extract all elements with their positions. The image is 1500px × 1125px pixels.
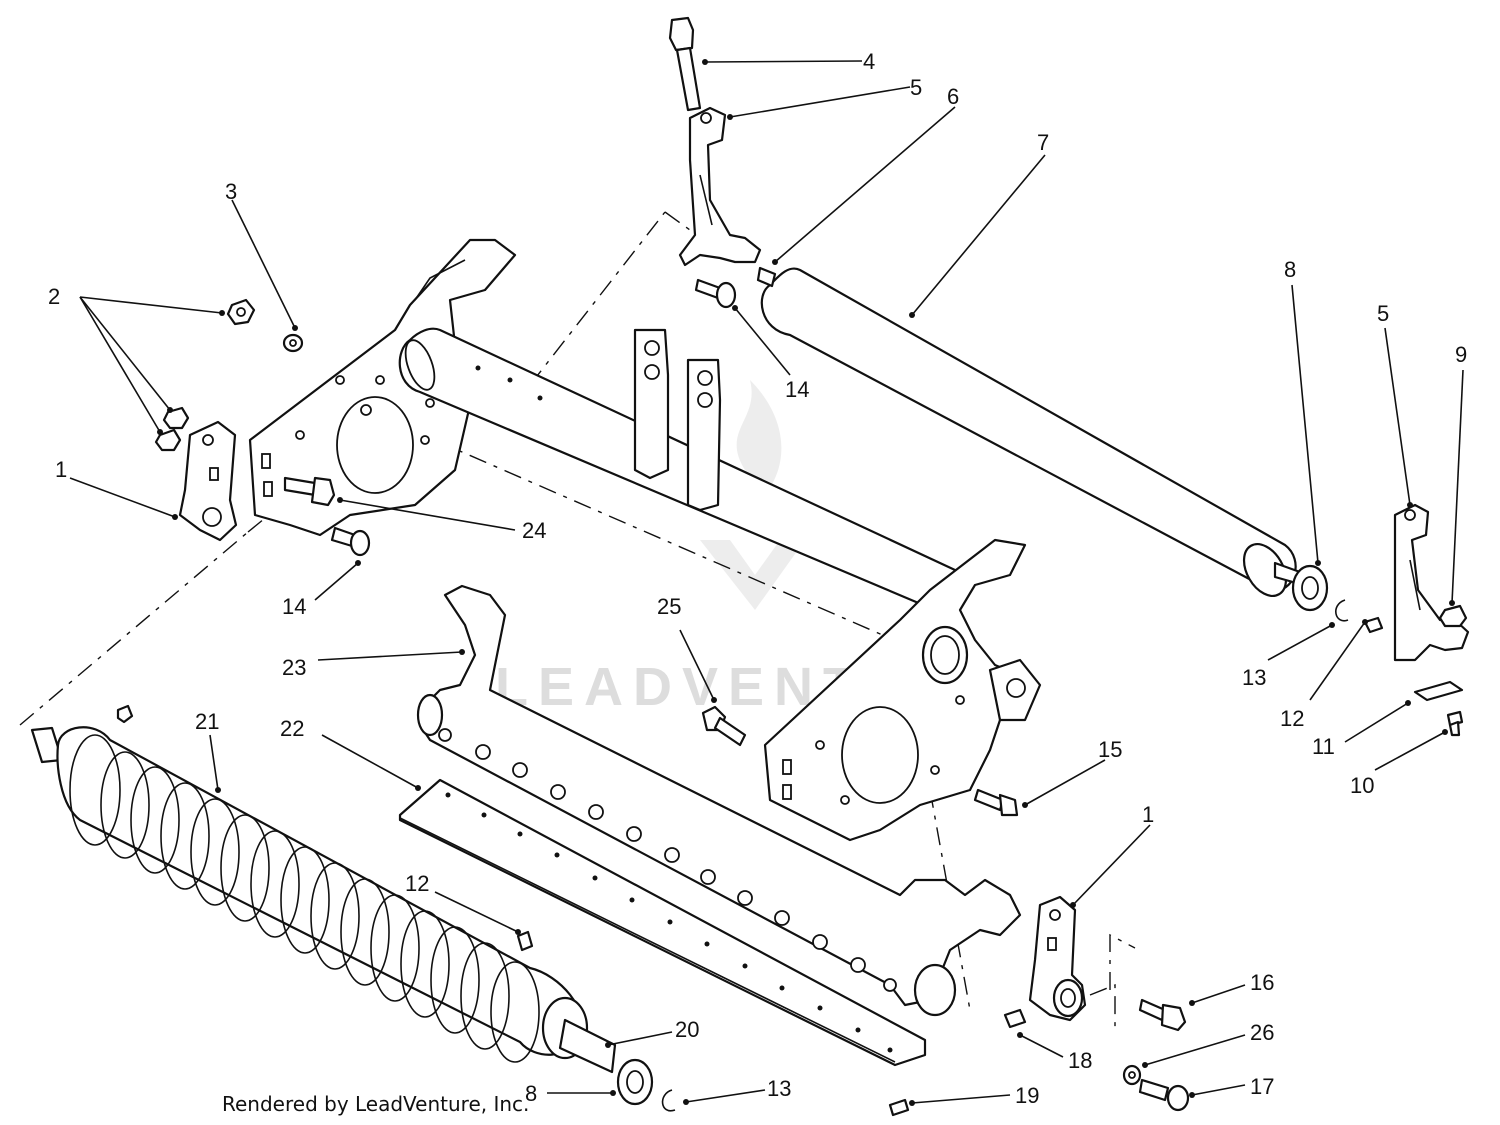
left-side-plate — [248, 238, 517, 537]
watermark-logo-icon — [700, 380, 805, 610]
adjust-bolt-top — [668, 16, 702, 112]
callout-14-top: 14 — [785, 377, 809, 402]
callout-26: 26 — [1250, 1020, 1274, 1045]
roller — [756, 266, 1302, 597]
bolt-16 — [1138, 998, 1187, 1032]
snap-ring-upper — [1335, 599, 1349, 622]
clip-11 — [1413, 680, 1464, 702]
callout-23: 23 — [282, 655, 306, 680]
bearing-lower — [616, 1058, 654, 1106]
callout-3: 3 — [225, 179, 237, 204]
snap-ring-lower — [661, 1089, 676, 1112]
nut-2a — [226, 298, 256, 326]
bolt-14-left — [330, 526, 371, 557]
callout-4: 4 — [863, 49, 875, 74]
callout-21: 21 — [195, 709, 219, 734]
right-side-plate — [763, 538, 1042, 842]
callout-14-left: 14 — [282, 594, 306, 619]
callout-16: 16 — [1250, 970, 1274, 995]
bolt-25 — [701, 705, 747, 747]
callout-5-top: 5 — [910, 75, 922, 100]
callout-13-lower: 13 — [767, 1076, 791, 1101]
callout-9: 9 — [1455, 342, 1467, 367]
bedknife-holes — [445, 792, 893, 1053]
callout-12-upper: 12 — [1280, 706, 1304, 731]
callout-8-upper: 8 — [1284, 257, 1296, 282]
grease-fitting-upper — [1363, 616, 1384, 634]
bolt-24 — [283, 476, 336, 507]
bedknife — [398, 778, 927, 1067]
callout-13-upper: 13 — [1242, 665, 1266, 690]
callout-25: 25 — [657, 594, 681, 619]
callout-11: 11 — [1312, 734, 1335, 759]
end-bracket-right — [1028, 895, 1087, 1022]
callout-22: 22 — [280, 716, 304, 741]
leader-lines — [69, 59, 1464, 1106]
nut-2c — [154, 428, 182, 452]
washer-26 — [1122, 1064, 1142, 1086]
callout-6: 6 — [947, 84, 959, 109]
callout-2: 2 — [48, 284, 60, 309]
callout-labels: 4 5 6 7 8 5 9 13 12 11 10 3 2 1 24 14 14… — [48, 49, 1467, 1108]
reel — [30, 704, 617, 1074]
callout-1-left: 1 — [55, 457, 67, 482]
callout-19: 19 — [1015, 1083, 1039, 1108]
callout-7: 7 — [1037, 130, 1049, 155]
callout-15: 15 — [1098, 737, 1122, 762]
height-arm-left — [678, 106, 762, 267]
callout-18: 18 — [1068, 1048, 1092, 1073]
nut-9 — [1438, 604, 1468, 628]
height-arm-right — [1393, 503, 1470, 662]
callout-12-lower: 12 — [405, 871, 429, 896]
callout-17: 17 — [1250, 1074, 1274, 1099]
washer-3 — [282, 333, 304, 353]
screw-19 — [888, 1098, 910, 1117]
callout-24: 24 — [522, 518, 546, 543]
bedbar — [416, 584, 1022, 1017]
bearing-upper — [1291, 564, 1329, 612]
end-bracket-left — [178, 420, 238, 542]
bedbar-holes — [438, 728, 897, 992]
screw-10 — [1446, 710, 1464, 737]
callout-10: 10 — [1350, 773, 1374, 798]
screw-18 — [1003, 1008, 1027, 1029]
callout-5-right: 5 — [1377, 301, 1389, 326]
bolt-14-top — [694, 278, 737, 309]
callout-8-lower: 8 — [525, 1081, 537, 1106]
reel-blades — [69, 734, 540, 1063]
center-mount-tabs — [633, 328, 722, 512]
footer-credit: Rendered by LeadVenture, Inc. — [222, 1092, 530, 1116]
callout-20: 20 — [675, 1017, 699, 1042]
bolt-17 — [1138, 1078, 1190, 1112]
bolt-15 — [973, 788, 1019, 817]
callout-1-right: 1 — [1142, 802, 1154, 827]
